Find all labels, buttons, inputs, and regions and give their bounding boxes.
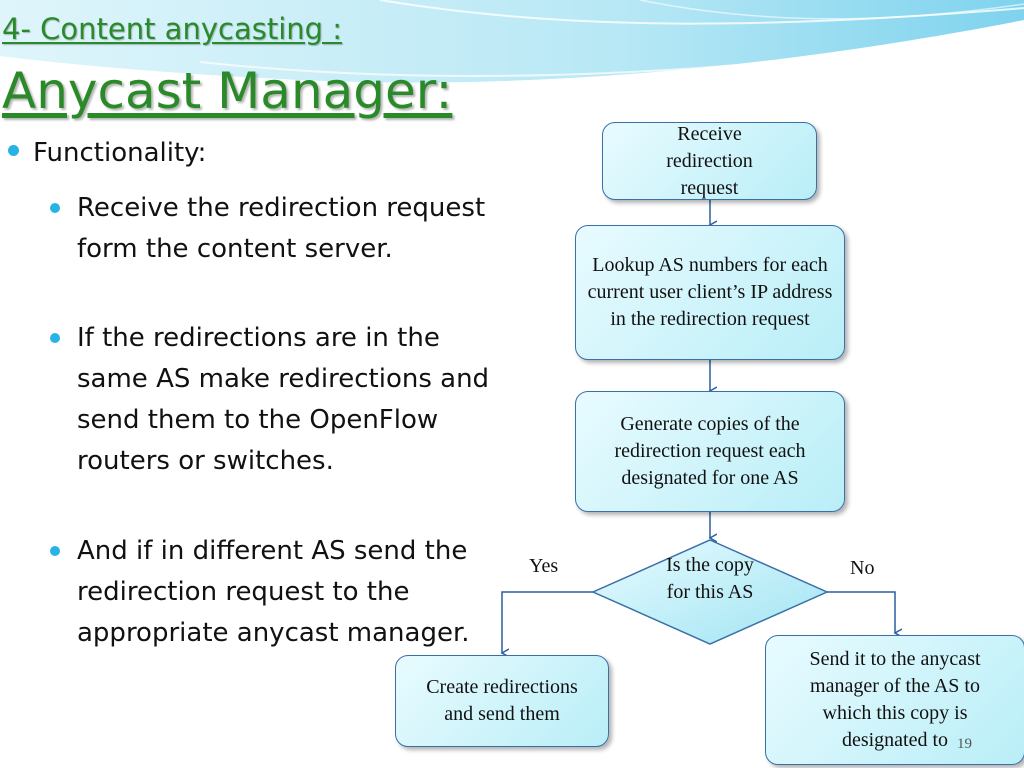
bullet-item-text: If the redirections are in the same AS m… <box>77 323 490 476</box>
bullet-dot-icon <box>50 333 60 343</box>
bullet-item: If the redirections are in the same AS m… <box>50 318 490 482</box>
step-generate-copies: Generate copies of the redirection reque… <box>575 391 845 512</box>
header-wave-decoration <box>0 0 1024 83</box>
step-create-redirections-text: Create redirections and send them <box>426 676 578 725</box>
no-label: No <box>850 557 875 579</box>
decision-diamond <box>591 539 829 645</box>
slide-title: Anycast Manager: <box>2 62 453 120</box>
bullet-dot-icon <box>8 145 19 156</box>
bullet-item: And if in different AS send the redirect… <box>50 531 490 654</box>
step-receive-request-text: Receive redirection request <box>666 122 753 199</box>
bullet-dot-icon <box>50 203 60 213</box>
bullet-item-text: Receive the redirection request form the… <box>77 193 486 264</box>
page-number: 19 <box>957 736 972 752</box>
bullet-level1-text: Functionality: <box>33 138 207 168</box>
bullet-level1: Functionality: <box>8 138 206 168</box>
bullet-item: Receive the redirection request form the… <box>50 188 490 270</box>
step-send-to-anycast: Send it to the anycast manager of the AS… <box>765 635 1024 765</box>
arrow-yes-branch <box>502 591 593 653</box>
slide-subtitle: 4- Content anycasting : <box>2 12 343 46</box>
step-receive-request: Receive redirection request <box>602 122 817 200</box>
bullet-item-text: And if in different AS send the redirect… <box>77 536 470 648</box>
step-send-to-anycast-text: Send it to the anycast manager of the AS… <box>809 648 981 751</box>
step-lookup-as-text: Lookup AS numbers for each current user … <box>587 254 833 330</box>
arrow-no-branch <box>827 591 895 633</box>
step-generate-copies-text: Generate copies of the redirection reque… <box>614 413 806 489</box>
step-lookup-as: Lookup AS numbers for each current user … <box>575 225 845 360</box>
step-create-redirections: Create redirections and send them <box>395 655 609 747</box>
yes-label: Yes <box>529 555 559 577</box>
decision-text: Is the copy for this AS <box>666 554 754 603</box>
bullet-dot-icon <box>50 546 60 556</box>
